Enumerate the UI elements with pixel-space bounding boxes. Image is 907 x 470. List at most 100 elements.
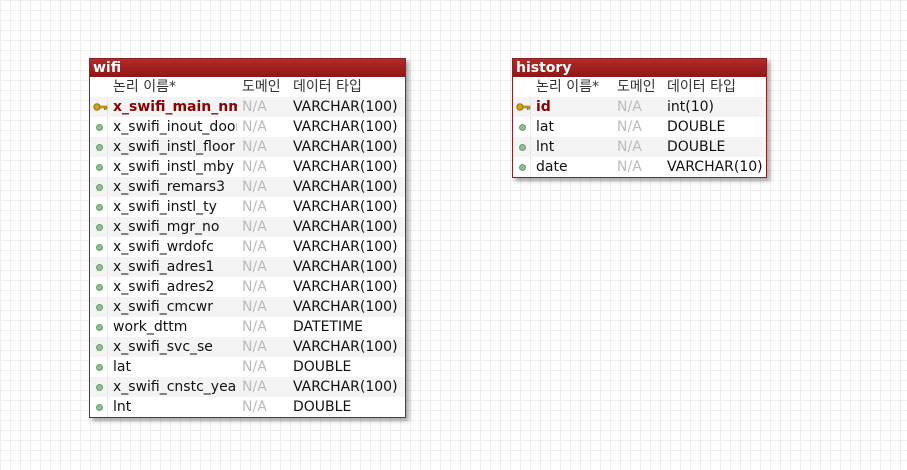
column-name: work_dttm bbox=[113, 319, 188, 335]
column-name: date bbox=[536, 159, 568, 175]
column-domain: N/A bbox=[242, 199, 267, 215]
column-name: x_swifi_cnstc_year bbox=[113, 379, 237, 395]
column-domain: N/A bbox=[242, 239, 267, 255]
column-domain: N/A bbox=[617, 159, 642, 175]
header-data-type: 데이터 타입 bbox=[667, 79, 736, 95]
column-name: x_swifi_remars3 bbox=[113, 179, 225, 195]
primary-key-icon bbox=[513, 97, 531, 117]
column-row[interactable]: lat N/A DOUBLE bbox=[90, 357, 405, 377]
column-header-row: 논리 이름* 도메인 데이터 타입 bbox=[513, 77, 766, 97]
column-name: x_swifi_instl_floor bbox=[113, 139, 235, 155]
column-domain: N/A bbox=[242, 339, 267, 355]
column-dot-icon bbox=[90, 237, 106, 257]
row-separator bbox=[107, 277, 108, 297]
column-name: x_swifi_adres2 bbox=[113, 279, 215, 295]
column-data-type: DATETIME bbox=[293, 319, 364, 335]
column-data-type: VARCHAR(100) bbox=[293, 279, 398, 295]
column-domain: N/A bbox=[617, 139, 642, 155]
column-row[interactable]: x_swifi_remars3 N/A VARCHAR(100) bbox=[90, 177, 405, 197]
column-row[interactable]: x_swifi_main_nm N/A VARCHAR(100) bbox=[90, 97, 405, 117]
column-domain: N/A bbox=[242, 359, 267, 375]
column-dot-icon bbox=[90, 297, 106, 317]
column-dot-icon bbox=[513, 137, 529, 157]
column-domain: N/A bbox=[242, 139, 267, 155]
row-separator bbox=[107, 177, 108, 197]
column-data-type: VARCHAR(100) bbox=[293, 259, 398, 275]
column-dot-icon bbox=[90, 317, 106, 337]
column-domain: N/A bbox=[242, 379, 267, 395]
column-data-type: VARCHAR(100) bbox=[293, 219, 398, 235]
row-separator bbox=[530, 157, 531, 177]
column-data-type: VARCHAR(100) bbox=[293, 239, 398, 255]
column-domain: N/A bbox=[242, 259, 267, 275]
column-name: x_swifi_cmcwr bbox=[113, 299, 213, 315]
column-name: lat bbox=[113, 359, 131, 375]
column-domain: N/A bbox=[242, 319, 267, 335]
row-separator bbox=[107, 217, 108, 237]
row-separator bbox=[530, 117, 531, 137]
column-dot-icon bbox=[90, 397, 106, 417]
column-dot-icon bbox=[90, 197, 106, 217]
column-domain: N/A bbox=[617, 99, 642, 115]
row-separator bbox=[107, 97, 108, 117]
column-name: x_swifi_adres1 bbox=[113, 259, 215, 275]
header-logical-name: 논리 이름* bbox=[113, 79, 176, 95]
column-row[interactable]: x_swifi_mgr_no N/A VARCHAR(100) bbox=[90, 217, 405, 237]
column-data-type: DOUBLE bbox=[293, 359, 352, 375]
header-domain: 도메인 bbox=[617, 79, 656, 95]
row-separator bbox=[107, 137, 108, 157]
column-dot-icon bbox=[90, 357, 106, 377]
column-dot-icon bbox=[90, 277, 106, 297]
column-name: x_swifi_instl_ty bbox=[113, 199, 217, 215]
column-name: x_swifi_inout_door bbox=[113, 119, 237, 135]
column-row[interactable]: x_swifi_adres1 N/A VARCHAR(100) bbox=[90, 257, 405, 277]
row-separator bbox=[107, 397, 108, 417]
column-dot-icon bbox=[90, 117, 106, 137]
column-name: x_swifi_mgr_no bbox=[113, 219, 220, 235]
column-data-type: VARCHAR(100) bbox=[293, 159, 398, 175]
row-separator bbox=[530, 97, 531, 117]
header-domain: 도메인 bbox=[242, 79, 281, 95]
column-domain: N/A bbox=[242, 179, 267, 195]
row-separator bbox=[107, 197, 108, 217]
column-name: id bbox=[536, 99, 551, 115]
row-separator bbox=[107, 377, 108, 397]
column-data-type: DOUBLE bbox=[667, 139, 726, 155]
column-dot-icon bbox=[90, 137, 106, 157]
column-domain: N/A bbox=[242, 99, 267, 115]
column-name: lnt bbox=[113, 399, 132, 415]
column-row[interactable]: work_dttm N/A DATETIME bbox=[90, 317, 405, 337]
column-dot-icon bbox=[90, 377, 106, 397]
column-dot-icon bbox=[90, 337, 106, 357]
column-name: x_swifi_main_nm bbox=[113, 99, 237, 115]
column-name: x_swifi_svc_se bbox=[113, 339, 213, 355]
row-separator bbox=[107, 237, 108, 257]
column-domain: N/A bbox=[242, 219, 267, 235]
column-dot-icon bbox=[513, 157, 529, 177]
column-data-type: VARCHAR(100) bbox=[293, 299, 398, 315]
row-separator bbox=[107, 117, 108, 137]
column-data-type: VARCHAR(100) bbox=[293, 179, 398, 195]
column-data-type: DOUBLE bbox=[667, 119, 726, 135]
column-domain: N/A bbox=[242, 119, 267, 135]
column-name: x_swifi_instl_mby bbox=[113, 159, 234, 175]
column-data-type: VARCHAR(100) bbox=[293, 99, 398, 115]
entity-title: history bbox=[513, 59, 766, 77]
